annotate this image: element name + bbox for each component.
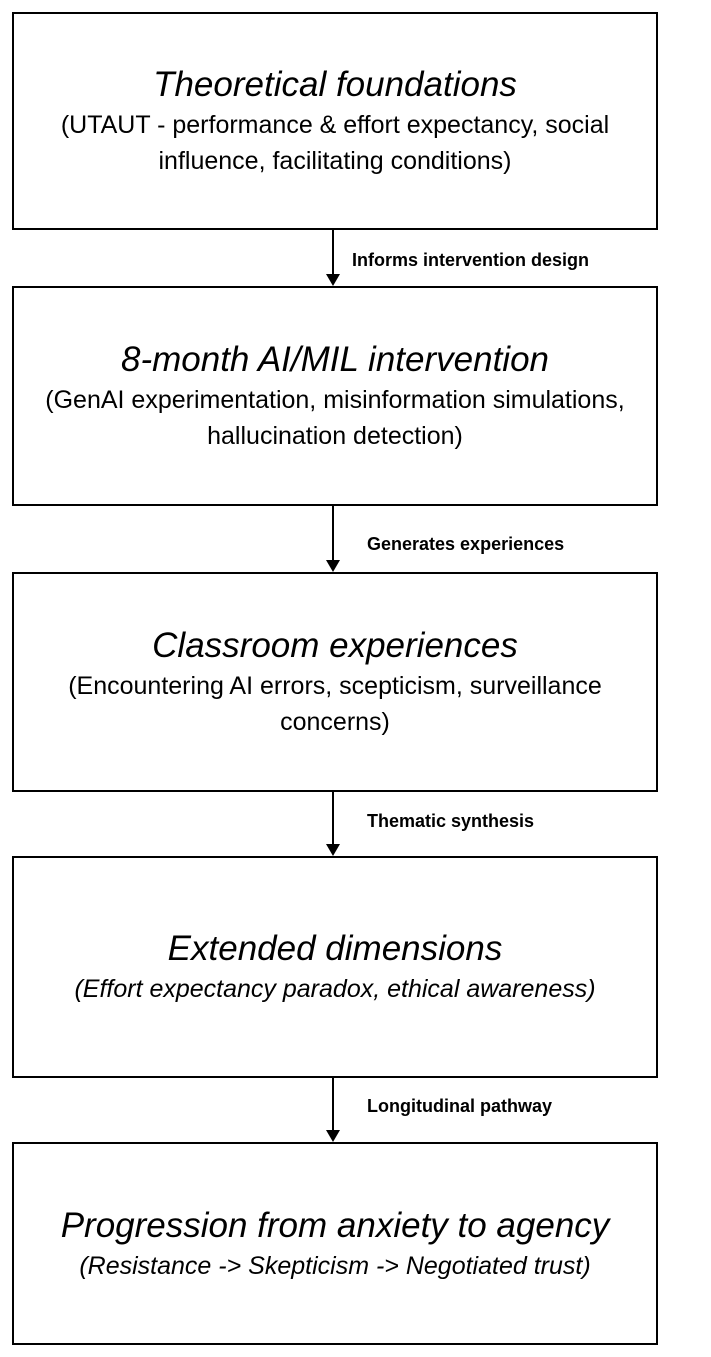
- arrow-line: [332, 792, 334, 844]
- arrow-head: [326, 560, 340, 572]
- box-subtitle: (Effort expectancy paradox, ethical awar…: [74, 975, 596, 1003]
- flow-box-classroom-experiences: Classroom experiences (Encountering AI e…: [12, 572, 658, 792]
- flow-arrow: [326, 230, 340, 286]
- arrow-head: [326, 1130, 340, 1142]
- box-title: Extended dimensions: [167, 929, 503, 968]
- flow-box-theoretical-foundations: Theoretical foundations (UTAUT - perform…: [12, 12, 658, 230]
- flow-box-progression: Progression from anxiety to agency (Resi…: [12, 1142, 658, 1345]
- box-subtitle: (UTAUT - performance & effort expectancy…: [60, 111, 610, 175]
- arrow-line: [332, 1078, 334, 1130]
- arrow-label: Generates experiences: [367, 534, 565, 554]
- flow-arrow: [326, 1078, 340, 1142]
- flow-arrow: [326, 506, 340, 572]
- arrow-head: [326, 274, 340, 286]
- flow-arrow: [326, 792, 340, 856]
- arrow-label: Longitudinal pathway: [367, 1096, 552, 1116]
- box-subtitle: (Resistance -> Skepticism -> Negotiated …: [79, 1251, 591, 1280]
- flow-box-intervention: 8-month AI/MIL intervention (GenAI exper…: [12, 286, 658, 506]
- box-title: Theoretical foundations: [153, 65, 517, 104]
- box-subtitle: (GenAI experimentation, misinformation s…: [45, 386, 625, 450]
- arrow-head: [326, 844, 340, 856]
- flow-box-extended-dimensions: Extended dimensions (Effort expectancy p…: [12, 856, 658, 1078]
- box-title: Progression from anxiety to agency: [60, 1205, 610, 1245]
- arrow-label: Thematic synthesis: [367, 811, 535, 831]
- box-subtitle: (Encountering AI errors, scepticism, sur…: [68, 672, 602, 736]
- box-title: Classroom experiences: [152, 626, 518, 665]
- arrow-label: Informs intervention design: [352, 250, 590, 270]
- box-title: 8-month AI/MIL intervention: [121, 340, 549, 379]
- arrow-line: [332, 506, 334, 560]
- arrow-line: [332, 230, 334, 274]
